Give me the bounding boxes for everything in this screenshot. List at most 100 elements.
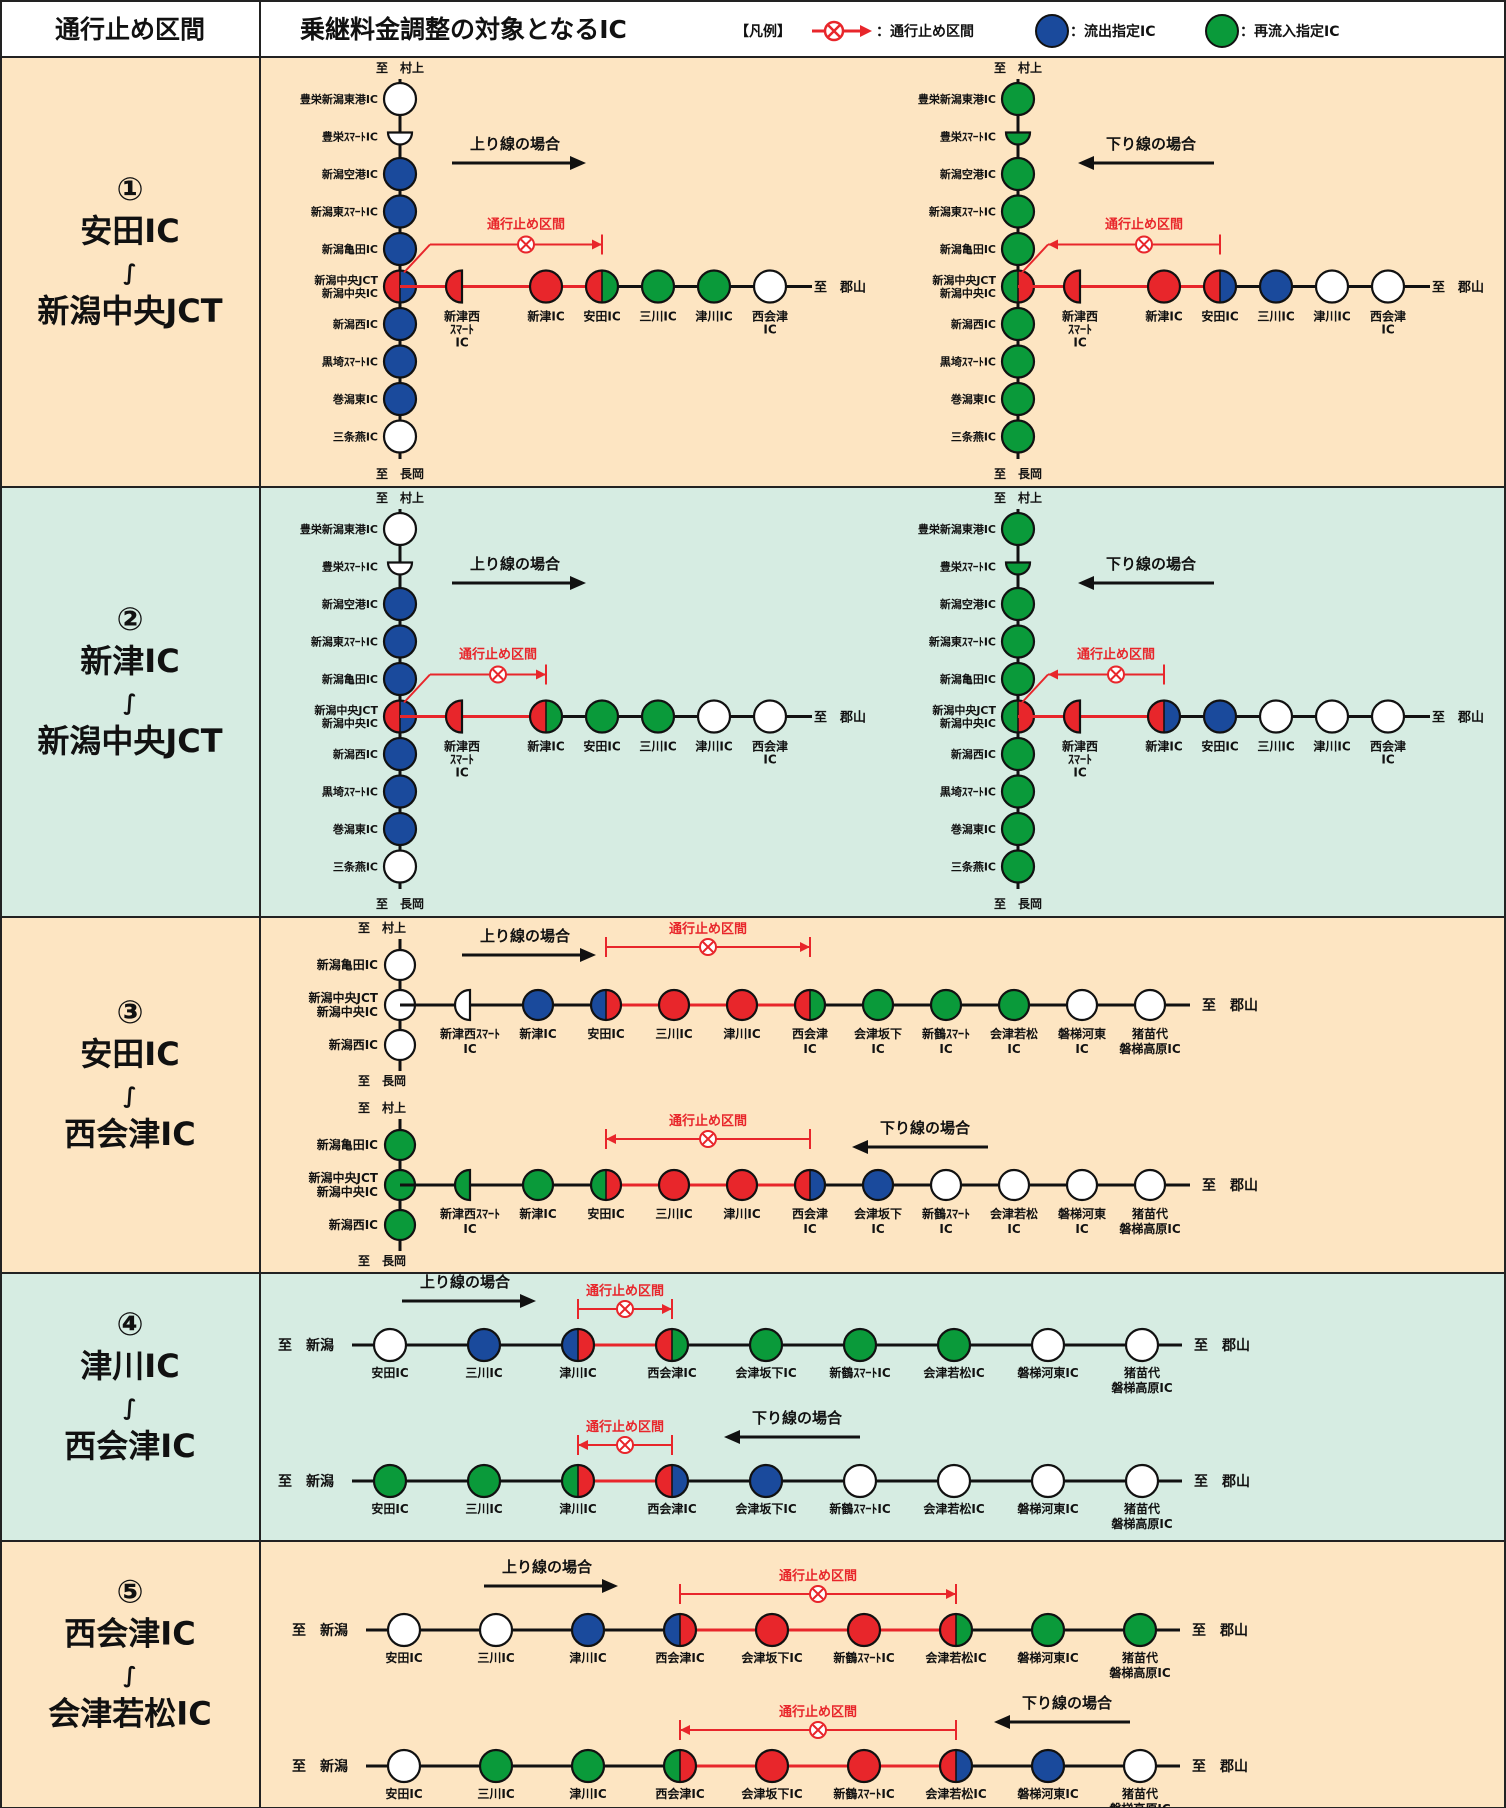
ic-node	[1062, 269, 1082, 304]
direction-arrow-down-label: 下り線の場合	[880, 1119, 971, 1137]
ic-label: 猪苗代	[1131, 1206, 1168, 1221]
direction-arrow-up: 上り線の場合	[452, 555, 586, 590]
ic-label: 会津坂下	[854, 1026, 902, 1041]
ic-label: 津川IC	[723, 1026, 760, 1041]
ic-label: 新津IC	[1145, 309, 1182, 324]
section-number: ⑤	[116, 1573, 143, 1611]
ic-label: 豊栄ｽﾏｰﾄIC	[322, 130, 378, 144]
ic-node-circle	[1133, 1168, 1167, 1202]
closed-section-bracket-arrowhead	[606, 1134, 616, 1144]
closed-section-bracket: 通行止め区間	[1021, 647, 1165, 704]
ic-label: 新潟中央JCT	[309, 990, 379, 1005]
ic-label: IC	[1007, 1042, 1020, 1056]
section-number: ②	[116, 600, 143, 638]
ic-node-circle	[842, 1327, 878, 1363]
ic-node-circle	[1000, 194, 1036, 229]
ic-node	[846, 1612, 882, 1648]
ic-label: 会津若松IC	[923, 1501, 984, 1516]
ic-label: ｽﾏｰﾄ	[1068, 753, 1092, 767]
ic-node-circle	[1030, 1612, 1066, 1648]
ic-label: 西会津IC	[647, 1501, 696, 1516]
ic-label: IC	[1073, 336, 1086, 350]
x-mark-cross	[520, 238, 532, 251]
ic-label: 安田IC	[371, 1501, 408, 1516]
section-wave: ∫	[123, 1084, 136, 1109]
ic-label: 新潟中央IC	[317, 1004, 378, 1019]
ic-node-left-half	[795, 990, 810, 1020]
ic-node-left-half	[940, 1614, 956, 1646]
ic-node-left-half	[562, 1329, 578, 1361]
ic-label: 新潟中央IC	[322, 286, 378, 300]
ic-label: 三条燕IC	[333, 430, 378, 444]
ic-node-left-half	[1002, 270, 1018, 303]
ic-label: 磐梯河東IC	[1017, 1786, 1078, 1801]
closed-section-leader	[403, 243, 431, 274]
ic-label: 安田IC	[587, 1206, 624, 1221]
closed-section-bracket-label: 通行止め区間	[779, 1568, 857, 1584]
legend-x-mark-cross	[827, 24, 841, 38]
ic-label: IC	[871, 1222, 884, 1236]
closed-section-bracket: 通行止め区間	[605, 1113, 811, 1149]
ic-node	[1000, 511, 1036, 547]
ic-node	[842, 1327, 878, 1363]
ic-label: 新潟亀田IC	[317, 957, 378, 972]
section-from: 津川IC	[80, 1347, 179, 1385]
ic-node	[382, 81, 418, 117]
ic-label: IC	[455, 336, 468, 350]
ic-label: 会津若松IC	[923, 1365, 984, 1380]
closed-section-label: 通行止め区間	[487, 217, 565, 233]
closed-section-bracket: 通行止め区間	[679, 1568, 957, 1604]
ic-node	[386, 131, 414, 146]
to-koriyama-label: 至 郡山	[814, 280, 866, 296]
ic-node-left-half	[591, 990, 606, 1020]
ic-label: 豊栄新潟東港IC	[300, 522, 378, 536]
ic-node	[466, 1463, 502, 1499]
ic-label: 会津坂下IC	[741, 1650, 802, 1665]
closed-section-bracket: 通行止め区間	[605, 921, 811, 957]
closed-section-arrowhead	[536, 669, 546, 680]
ic-node	[383, 1128, 417, 1162]
ic-label: 西会津	[792, 1206, 828, 1221]
ic-label: 巻潟東IC	[950, 392, 996, 406]
direction-arrow-down-head	[994, 1715, 1010, 1729]
ic-node	[696, 269, 732, 304]
ic-node	[640, 699, 676, 734]
ic-node	[662, 1748, 698, 1784]
ic-label: 新潟中央IC	[317, 1184, 378, 1199]
ic-node	[1000, 624, 1036, 659]
legend: 【凡例】 ：通行止め区間 ：流出指定IC ：再流入指定IC	[735, 14, 1339, 48]
ic-node-circle	[1000, 624, 1036, 659]
ic-node-left-half	[1204, 270, 1220, 303]
direction-arrow-up: 上り線の場合	[462, 927, 596, 962]
header: 通行止め区間 乗継料金調整の対象となるIC 【凡例】 ：通行止め区間 ：流出指定…	[0, 0, 1506, 58]
section-from: 安田IC	[80, 212, 179, 250]
ic-label: 新潟空港IC	[322, 597, 378, 611]
ic-label: 新潟西IC	[951, 747, 996, 761]
ic-node	[725, 988, 759, 1022]
ic-label: 磐梯高原IC	[1119, 1221, 1180, 1236]
ic-node	[382, 511, 418, 547]
ic-node	[696, 699, 732, 734]
ic-node-circle	[1000, 736, 1036, 772]
ic-label: 新潟中央JCT	[932, 703, 996, 717]
section-to: 会津若松IC	[48, 1695, 211, 1733]
ic-node-circle	[725, 988, 759, 1022]
ic-node-circle	[748, 1327, 784, 1363]
ic-node	[528, 699, 564, 734]
closed-section-bracket: 通行止め区間	[577, 1419, 673, 1455]
direction-arrow-up-label: 上り線の場合	[480, 927, 571, 945]
ic-node	[1000, 81, 1036, 117]
ic-node	[1062, 699, 1082, 734]
ic-label: 新潟西IC	[951, 317, 996, 331]
ic-node-right-half	[672, 1465, 688, 1497]
direction-arrow-down-head	[852, 1140, 868, 1154]
ic-label: 新潟中央IC	[940, 716, 996, 730]
ic-label: 新潟東ｽﾏｰﾄIC	[929, 205, 996, 219]
section-to: 新潟中央JCT	[37, 292, 222, 330]
section-number: ③	[116, 993, 143, 1031]
direction-arrow-down-label: 下り線の場合	[752, 1409, 843, 1427]
ic-node-left-half	[591, 1170, 606, 1200]
